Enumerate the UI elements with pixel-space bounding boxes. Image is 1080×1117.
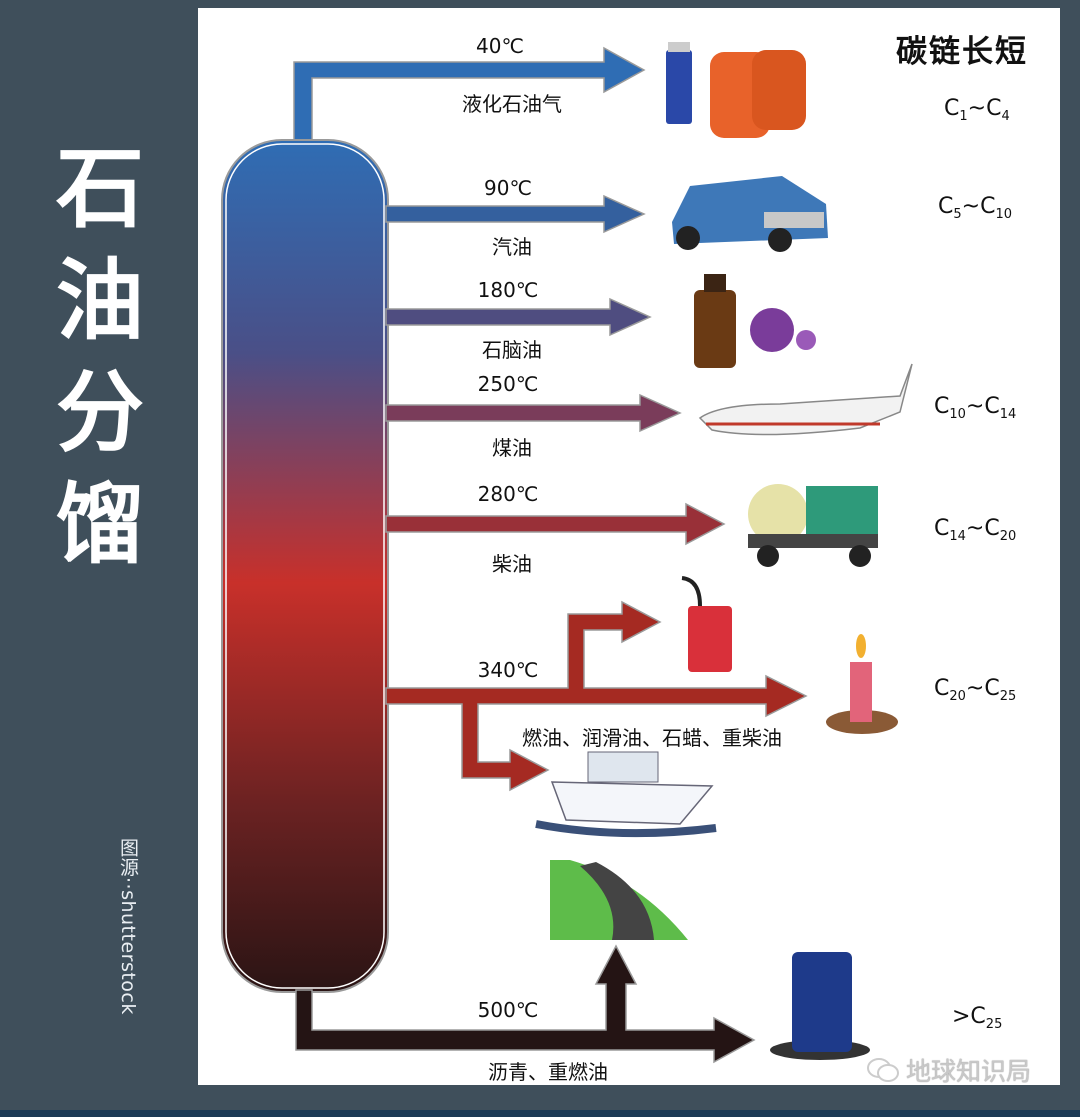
arrow-90c	[385, 194, 646, 234]
carbon-range-asphalt: >C25	[952, 1004, 1003, 1032]
candle-icon	[826, 634, 898, 734]
arrow-40c	[293, 46, 646, 151]
truck-icon	[748, 484, 878, 567]
road-icon	[550, 860, 688, 940]
bottom-strip	[0, 1110, 1080, 1117]
temp-label-280: 280℃	[477, 482, 539, 506]
wechat-icon	[867, 1058, 899, 1082]
watermark-text: 地球知识局	[906, 1057, 1032, 1086]
perfume-icon	[750, 308, 816, 352]
product-label-kerosene: 煤油	[492, 436, 532, 460]
arrow-280c	[385, 502, 726, 546]
bottle-icon	[694, 274, 736, 368]
car-icon	[672, 176, 828, 252]
arrow-250c	[385, 393, 682, 433]
oil-barrel-icon	[770, 952, 870, 1060]
arrow-180c	[385, 297, 652, 337]
temp-label-500: 500℃	[477, 998, 539, 1022]
product-label-diesel: 柴油	[492, 552, 532, 576]
carbon-range-fuel-oils: C20~C25	[934, 676, 1017, 704]
gas-cylinder-icon	[710, 50, 806, 138]
carbon-range-gasoline: C5~C10	[938, 194, 1012, 222]
product-label-gasoline: 汽油	[492, 235, 532, 259]
watermark: 地球知识局	[866, 1052, 1031, 1088]
lighter-icon	[666, 42, 692, 124]
image-credit: 图源··shutterstock	[117, 838, 139, 1015]
temp-label-40: 40℃	[476, 34, 524, 58]
product-label-asphalt: 沥青、重燃油	[488, 1060, 608, 1084]
carbon-range-lpg: C1~C4	[944, 96, 1010, 124]
temp-label-250: 250℃	[477, 372, 539, 396]
carbon-range-diesel: C14~C20	[934, 516, 1017, 544]
yacht-icon	[535, 751, 717, 838]
airplane-icon	[698, 363, 913, 436]
arrow-340c	[385, 600, 808, 792]
product-label-lpg: 液化石油气	[462, 92, 562, 116]
title-char: 油	[55, 248, 144, 352]
fuel-can-icon	[681, 576, 732, 672]
temp-label-90: 90℃	[484, 176, 532, 200]
page-title: 石 油 分 馏	[52, 132, 148, 580]
distillation-column	[221, 139, 389, 993]
temp-label-180: 180℃	[477, 278, 539, 302]
product-label-naphtha: 石脑油	[482, 338, 542, 362]
title-char: 分	[55, 360, 144, 464]
title-char: 石	[55, 136, 144, 240]
product-label-fuel-oils: 燃油、润滑油、石蜡、重柴油	[522, 726, 782, 750]
temp-label-340: 340℃	[477, 658, 539, 682]
title-char: 馏	[55, 472, 144, 576]
carbon-range-kerosene: C10~C14	[934, 394, 1017, 422]
carbon-chain-heading: 碳链长短	[896, 34, 1028, 70]
